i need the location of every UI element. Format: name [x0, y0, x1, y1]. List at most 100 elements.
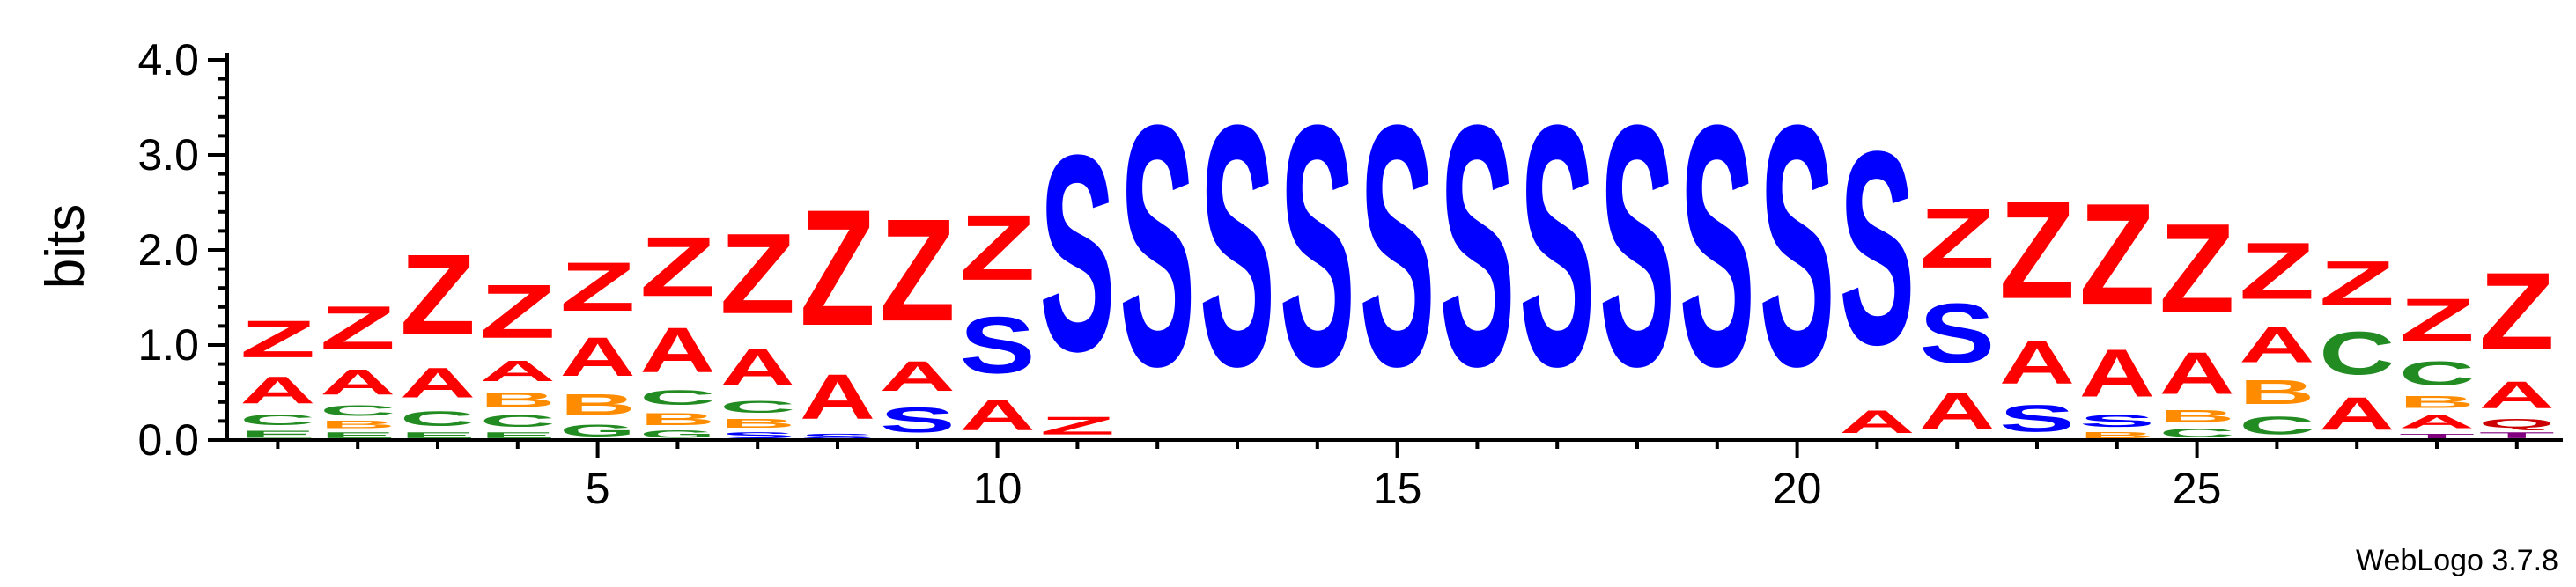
logo-letter-z: Z	[1999, 172, 2075, 328]
logo-letter-a: A	[560, 327, 636, 388]
logo-letter-s: S	[960, 300, 1036, 390]
logo-letter-a: A	[1839, 404, 1915, 440]
logo-letter-z: Z	[2239, 226, 2314, 317]
logo-letter-a: A	[800, 361, 875, 432]
logo-letter-z: Z	[720, 209, 795, 338]
logo-letter-c: C	[400, 407, 476, 430]
logo-letter-s: S	[2079, 412, 2155, 431]
logo-letter-a: A	[1919, 381, 1995, 440]
y-tick-label: 0.0	[137, 415, 199, 465]
logo-letter-z: Z	[1039, 411, 1115, 439]
logo-letter-e: E	[320, 430, 395, 440]
logo-letter-z: Z	[480, 268, 556, 354]
logo-letter-a: A	[320, 362, 395, 402]
logo-letter-q: Q	[2479, 416, 2555, 430]
logo-letter-z: Z	[2159, 198, 2235, 340]
y-tick-label: 4.0	[137, 35, 199, 84]
logo-letter-z: Z	[880, 188, 956, 351]
logo-letter-b: B	[2079, 430, 2155, 440]
logo-letter-a: A	[480, 355, 556, 388]
logo-letter-z: Z	[800, 176, 875, 360]
logo-letter-a: A	[2399, 412, 2475, 433]
logo-letter-a: A	[2479, 373, 2555, 415]
logo-letter-z: Z	[560, 248, 636, 326]
logo-letter-s: S	[1119, 54, 1195, 437]
logo-letter-s: S	[800, 432, 875, 440]
logo-letter-z: Z	[2479, 250, 2555, 373]
logo-letter-s: S	[1280, 54, 1355, 437]
logo-letter-e: E	[480, 430, 556, 440]
logo-letter-c: C	[320, 402, 395, 419]
logo-letter-z: Z	[400, 230, 476, 358]
logo-letter-t: T	[2479, 430, 2555, 440]
logo-letter-c: C	[2399, 355, 2475, 393]
logo-letter-a: A	[2239, 316, 2314, 373]
x-axis: 5 10 15 20 25	[227, 438, 2563, 513]
logo-letter-b: B	[2159, 407, 2235, 425]
logo-letter-s: S	[1919, 286, 1995, 381]
logo-letter-e: E	[240, 429, 315, 440]
logo-letter-b: B	[480, 388, 556, 412]
logo-letter-c: C	[720, 398, 795, 416]
x-tick-label: 10	[973, 464, 1022, 513]
logo-letter-c: C	[240, 412, 315, 429]
logo-stacks: ECAZEBCAZECAZECBAZGBAZGBCAZSBCAZSAZSAZAS…	[240, 54, 2554, 440]
logo-letter-a: A	[720, 338, 795, 397]
x-tick-label: 15	[1373, 464, 1422, 513]
logo-letter-c: C	[639, 386, 715, 410]
logo-letter-z: Z	[960, 196, 1036, 300]
logo-letter-a: A	[400, 360, 476, 407]
y-tick-label: 1.0	[137, 320, 199, 370]
logo-letter-s: S	[1519, 54, 1595, 437]
logo-letter-z: Z	[1919, 191, 1995, 286]
logo-letter-z: Z	[2319, 248, 2395, 319]
logo-letter-a: A	[240, 369, 315, 411]
logo-letter-s: S	[1439, 54, 1515, 437]
y-axis: 0.0 1.0 2.0 3.0 4.0	[137, 35, 229, 465]
logo-letter-s: S	[1199, 54, 1275, 437]
logo-letter-z: Z	[2079, 174, 2155, 334]
logo-letter-c: C	[2239, 412, 2314, 440]
y-tick-label: 3.0	[137, 130, 199, 180]
logo-letter-s: S	[720, 430, 795, 440]
logo-letter-a: A	[960, 391, 1036, 440]
logo-letter-e: E	[400, 430, 476, 440]
logo-letter-z: Z	[320, 294, 395, 363]
logo-letter-b: B	[560, 388, 636, 422]
logo-letter-s: S	[880, 400, 956, 440]
y-axis-label: bits	[35, 204, 96, 289]
logo-letter-s: S	[1679, 54, 1755, 437]
logo-letter-s: S	[1760, 54, 1835, 437]
x-tick-label: 25	[2173, 464, 2222, 513]
logo-letter-t: T	[2399, 432, 2475, 440]
logo-letter-c: C	[2319, 319, 2395, 388]
logo-letter-a: A	[2319, 388, 2395, 440]
logo-letter-a: A	[2159, 340, 2235, 407]
logo-letter-c: C	[2159, 426, 2235, 440]
logo-letter-z: Z	[240, 310, 315, 369]
logo-letter-s: S	[1999, 398, 2075, 440]
logo-letter-b: B	[320, 419, 395, 430]
logo-letter-g: G	[560, 421, 636, 440]
logo-letter-b: B	[2239, 373, 2314, 411]
x-tick-label: 5	[586, 464, 610, 513]
logo-letter-a: A	[2079, 335, 2155, 411]
logo-letter-s: S	[1599, 54, 1675, 437]
logo-letter-b: B	[2399, 393, 2475, 411]
logo-letter-c: C	[480, 412, 556, 430]
logo-letter-g: G	[639, 429, 715, 440]
logo-letter-b: B	[639, 410, 715, 429]
logo-letter-s: S	[1360, 54, 1436, 437]
logo-letter-a: A	[880, 353, 956, 400]
logo-letter-s: S	[1039, 98, 1115, 410]
logo-letter-b: B	[720, 416, 795, 430]
weblogo-credit: WebLogo 3.7.8	[2356, 544, 2558, 577]
y-tick-label: 2.0	[137, 225, 199, 275]
logo-letter-a: A	[639, 314, 715, 385]
x-tick-label: 20	[1773, 464, 1822, 513]
logo-letter-s: S	[1839, 93, 1915, 402]
logo-letter-z: Z	[2399, 286, 2475, 355]
logo-letter-a: A	[1999, 328, 2075, 397]
logo-letter-z: Z	[639, 219, 715, 314]
